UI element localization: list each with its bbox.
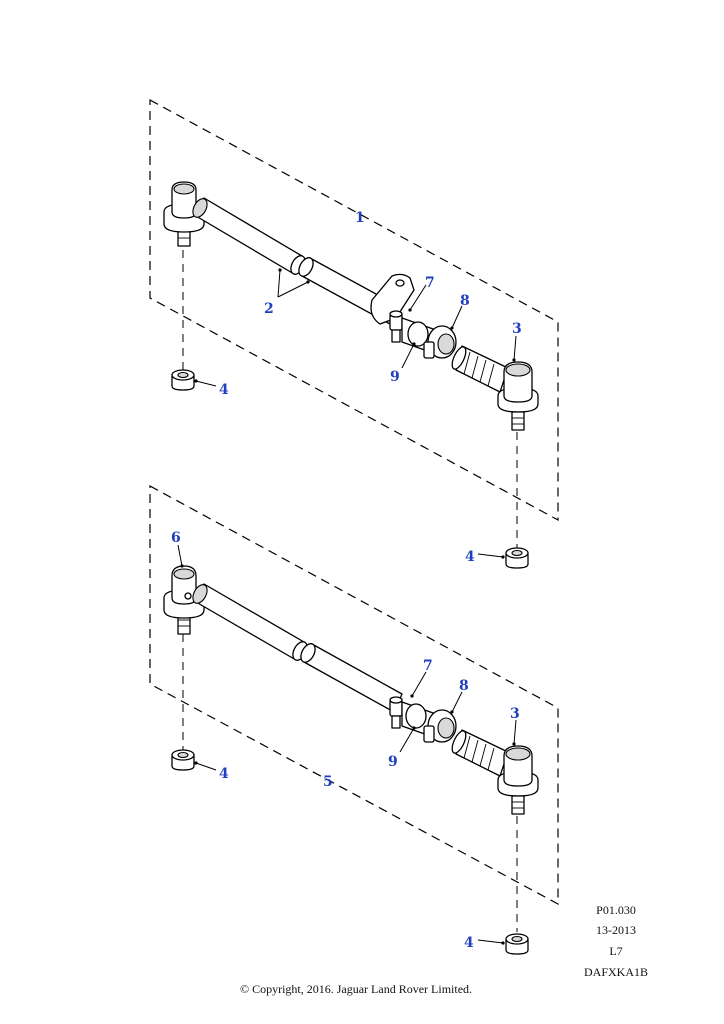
upper-left-nut xyxy=(171,369,195,391)
lower-left-nut xyxy=(171,749,195,771)
upper-tube-section-a xyxy=(192,197,306,275)
lower-leader-8 xyxy=(451,691,463,713)
upper-leader-4b xyxy=(477,553,504,558)
upper-leader-2a xyxy=(277,269,281,298)
lower-right-nut xyxy=(505,933,529,955)
lower-leader-7 xyxy=(411,671,427,697)
upper-leader-8 xyxy=(451,305,463,329)
callout-8-upper: 8 xyxy=(460,293,470,309)
upper-assembly: 1 2 7 8 3 9 4 4 xyxy=(149,98,559,569)
upper-leader-7 xyxy=(409,284,427,311)
lower-assembly: 6 7 8 3 9 5 4 4 xyxy=(149,484,559,955)
illustration-id: DAFXKA1B xyxy=(584,965,648,979)
lower-leader-3 xyxy=(513,719,517,745)
callout-3-upper: 3 xyxy=(512,321,522,337)
callout-2: 2 xyxy=(264,301,274,317)
lower-outer-tie-rod-end xyxy=(451,729,539,815)
upper-left-ball-joint xyxy=(163,181,205,247)
upper-leader-4a xyxy=(195,380,217,387)
upper-right-nut xyxy=(505,547,529,569)
reference-block: P01.030 13-2013 L7 DAFXKA1B xyxy=(584,903,648,979)
upper-leader-9 xyxy=(401,343,415,369)
callout-9-upper: 9 xyxy=(390,369,400,385)
level-code: L7 xyxy=(609,944,622,958)
lower-leader-4b xyxy=(477,939,504,944)
callout-4-lower-left: 4 xyxy=(219,766,229,782)
callout-7-lower: 7 xyxy=(423,658,433,674)
upper-leader-3 xyxy=(513,335,517,361)
upper-assembly-boundary xyxy=(149,98,559,522)
lower-clamp-bolt xyxy=(389,696,403,729)
lower-leader-9 xyxy=(399,727,415,753)
callout-9-lower: 9 xyxy=(388,754,398,770)
callout-1: 1 xyxy=(355,210,365,226)
callout-5: 5 xyxy=(323,774,333,790)
lower-tube-section-b xyxy=(300,643,403,713)
upper-leader-2b xyxy=(277,281,309,298)
callout-8-lower: 8 xyxy=(459,678,469,694)
upper-clamp-bracket xyxy=(370,273,415,325)
page-code: P01.030 xyxy=(596,903,636,917)
callout-7-upper: 7 xyxy=(425,275,435,291)
callout-6: 6 xyxy=(171,530,181,546)
copyright-notice: © Copyright, 2016. Jaguar Land Rover Lim… xyxy=(240,982,472,996)
upper-clamp-bolt xyxy=(389,310,403,343)
callout-3-lower: 3 xyxy=(510,706,520,722)
callout-4-upper-left: 4 xyxy=(219,382,229,398)
date-code: 13-2013 xyxy=(596,923,636,937)
upper-lock-nut xyxy=(423,325,457,359)
lower-leader-6 xyxy=(177,544,183,567)
callout-4-upper-right: 4 xyxy=(465,549,475,565)
callout-4-lower-right: 4 xyxy=(464,935,474,951)
lower-tube-section-a xyxy=(192,583,308,661)
lower-lock-nut xyxy=(423,709,457,743)
upper-outer-tie-rod-end xyxy=(451,345,539,431)
lower-assembly-boundary xyxy=(149,484,559,906)
lower-leader-4a xyxy=(195,762,217,771)
